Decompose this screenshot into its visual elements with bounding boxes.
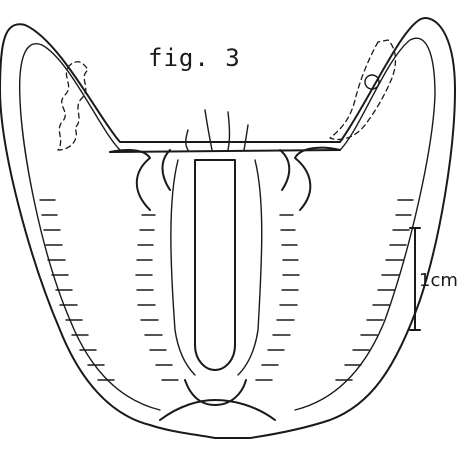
right-hatching [256, 200, 413, 380]
outer-body-outline [0, 18, 455, 438]
scale-bar-label: 1cm [419, 270, 458, 291]
central-column [195, 160, 235, 370]
left-claw [110, 150, 170, 210]
right-wing-dashed-organ [330, 40, 395, 139]
central-column-right [238, 160, 262, 375]
central-column-left [171, 160, 195, 375]
left-hatching [40, 200, 178, 380]
figure-caption: fig. 3 [148, 44, 241, 72]
top-hairs [186, 110, 248, 150]
right-wing-inner-outline [295, 38, 435, 410]
right-claw [280, 148, 340, 210]
base-structure [160, 380, 275, 420]
